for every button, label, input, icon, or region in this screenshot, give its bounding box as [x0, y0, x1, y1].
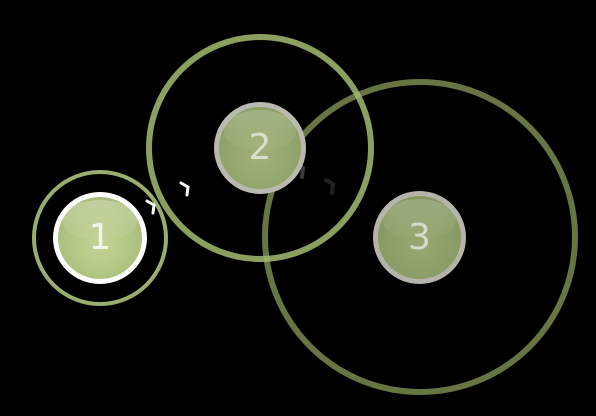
node-label: 3 — [408, 216, 431, 258]
node-2-range-ring — [146, 34, 374, 262]
level-node-1[interactable]: 1 — [53, 192, 147, 284]
node-1-range-ring — [32, 170, 168, 306]
path-marker-icon — [179, 181, 190, 197]
node-gloss — [223, 110, 297, 150]
node-label: 2 — [248, 127, 272, 168]
level-node-2[interactable]: 2 — [214, 102, 306, 194]
path-marker-icon — [324, 178, 336, 195]
node-gloss — [63, 200, 137, 240]
node-gloss — [382, 199, 456, 240]
level-node-3[interactable]: 3 — [373, 191, 466, 284]
node-label: 1 — [88, 217, 112, 258]
path-marker-icon — [145, 199, 156, 215]
